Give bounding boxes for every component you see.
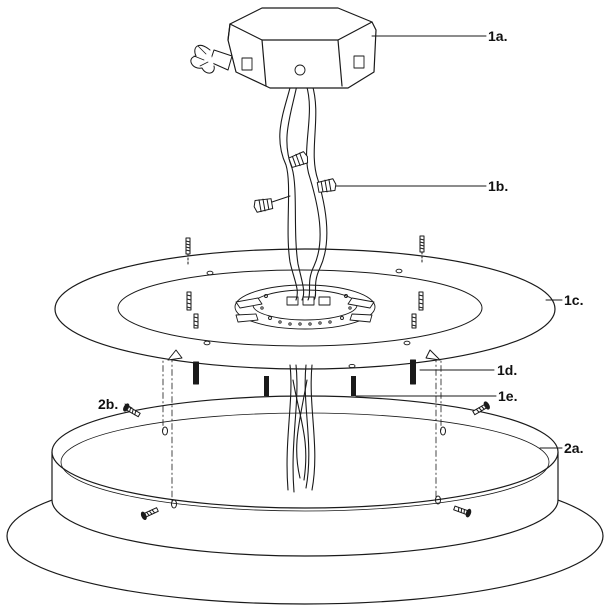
short-screw-icon — [264, 376, 356, 396]
long-screw-icon — [185, 235, 425, 385]
callout-1d: 1d. — [497, 362, 518, 378]
base-screw-icon — [123, 401, 490, 521]
leader-lines — [124, 35, 563, 449]
wire-connector-icon — [253, 151, 337, 213]
wires — [279, 79, 328, 493]
callout-2a: 2a. — [564, 440, 584, 456]
callout-2b: 2b. — [98, 396, 119, 412]
callout-1c: 1c. — [564, 292, 584, 308]
callout-1a: 1a. — [488, 28, 508, 44]
alignment-lines — [162, 351, 442, 503]
base-screw-holes — [162, 426, 446, 509]
callout-1b: 1b. — [488, 178, 509, 194]
callout-1e: 1e. — [498, 388, 518, 404]
junction-box — [190, 7, 377, 89]
base-diffuser — [6, 395, 604, 605]
led-driver-board — [234, 284, 376, 330]
